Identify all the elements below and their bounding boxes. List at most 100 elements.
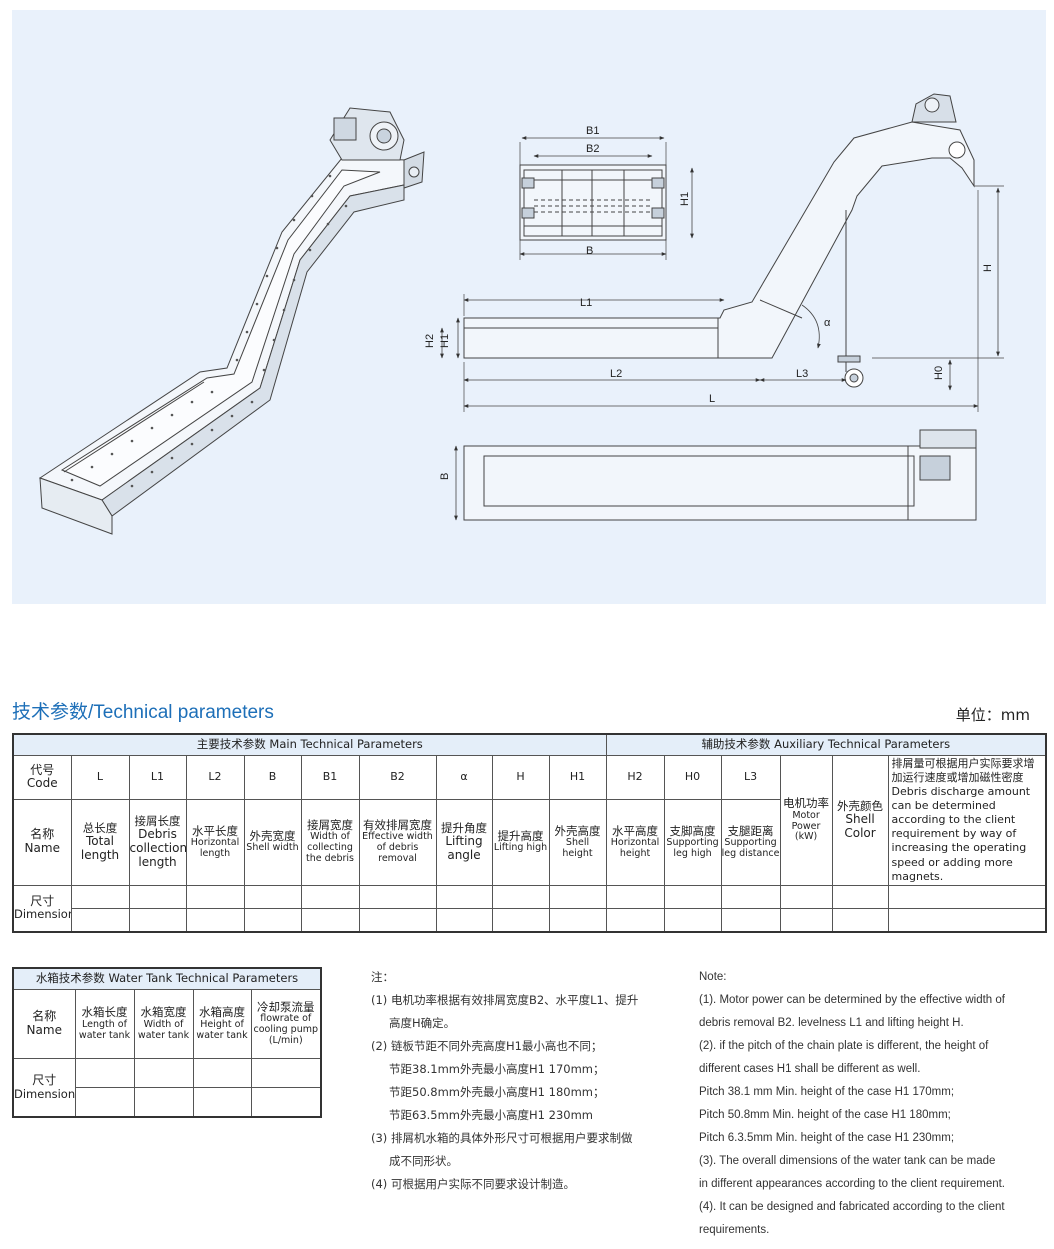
dimension-value-cell[interactable] (548, 884, 607, 909)
dimension-value-cell[interactable] (548, 907, 607, 933)
shell-color-en: Shell Color (844, 812, 876, 840)
note-line: Pitch 50.8mm Min. height of the case H1 … (699, 1109, 951, 1121)
note-line: (1). Motor power can be determined by th… (699, 994, 1005, 1006)
remark-cell: 排屑量可根据用户实际要求增加运行速度或增加磁性密度 Debris dischar… (887, 755, 1047, 886)
dimension-value-cell[interactable] (70, 907, 130, 933)
note-line: (2). if the pitch of the chain plate is … (699, 1040, 989, 1052)
dimension-value-cell[interactable] (243, 907, 302, 933)
code-cell: H1 (548, 755, 607, 800)
code-cell: H (491, 755, 550, 800)
dimension-value-cell[interactable] (300, 884, 360, 909)
dimension-value-cell[interactable] (358, 907, 437, 933)
code-cell: B (243, 755, 302, 800)
dimension-value-cell[interactable] (663, 884, 722, 909)
dimension-value-cell[interactable] (435, 884, 493, 909)
motor-power-en: Motor Power (kW) (791, 809, 821, 843)
dimension-value-cell[interactable] (605, 884, 665, 909)
water-dimension-cell[interactable] (250, 1087, 322, 1118)
water-tank-table: 水箱技术参数 Water Tank Technical Parameters 名… (12, 967, 322, 1118)
dimension-value-cell[interactable] (887, 907, 1047, 933)
dimension-value-cell[interactable] (779, 884, 833, 909)
shell-color-cn: 外壳颜色 (837, 798, 884, 813)
note-line: different cases H1 shall be different as… (699, 1063, 921, 1075)
water-dimension-cell[interactable] (192, 1058, 252, 1088)
section-title: 技术参数/Technical parameters (12, 702, 274, 723)
dimension-value-cell[interactable] (185, 884, 245, 909)
code-row-header: 代号 Code (12, 755, 72, 800)
cross-section-drawing (519, 136, 694, 260)
dim-label-b2: B2 (586, 143, 599, 155)
dimension-value-cell[interactable] (491, 884, 550, 909)
code-header-cn: 代号 (30, 762, 55, 777)
code-cell: L2 (185, 755, 245, 800)
dimension-value-cell[interactable] (185, 907, 245, 933)
dimension-value-cell[interactable] (435, 907, 493, 933)
top-view-drawing (454, 429, 977, 521)
note-line: (1) 电机功率根据有效排屑宽度B2、水平度L1、提升 (371, 993, 639, 1007)
dimension-value-cell[interactable] (779, 907, 833, 933)
water-dimension-cell[interactable] (74, 1087, 135, 1118)
dim-label-l1: L1 (580, 297, 592, 309)
dimension-value-cell[interactable] (491, 907, 550, 933)
dimension-value-cell[interactable] (663, 907, 722, 933)
note-line: debris removal B2. levelness L1 and lift… (699, 1017, 964, 1029)
water-dimension-cell[interactable] (133, 1058, 194, 1088)
code-cell: α (435, 755, 493, 800)
dim-header-cn: 尺寸 (30, 893, 55, 908)
notes-english: Note: (1). Motor power can be determined… (699, 966, 1039, 1242)
code-cell: L1 (128, 755, 187, 800)
code-header-en: Code (26, 776, 58, 791)
note-line: 成不同形状。 (389, 1154, 458, 1168)
technical-drawing: B1 B2 B H1 L1 L2 L3 L H H0 H2 H1 α B (38, 93, 1004, 535)
dimension-value-cell[interactable] (887, 884, 1047, 909)
dimension-value-cell[interactable] (128, 884, 187, 909)
note-line: Note: (699, 971, 727, 983)
note-line: 节距38.1mm外壳最小高度H1 170mm； (389, 1062, 605, 1076)
note-line: (3) 排屑机水箱的具体外形尺寸可根据用户要求制做 (371, 1131, 633, 1145)
dimension-value-cell[interactable] (831, 907, 889, 933)
dimension-value-cell[interactable] (720, 907, 781, 933)
code-cell: H2 (605, 755, 665, 800)
note-line: Pitch 6.3.5mm Min. height of the case H1… (699, 1132, 955, 1144)
dimension-value-cell[interactable] (243, 884, 302, 909)
water-dimension-cell[interactable] (74, 1058, 135, 1088)
water-name-row-header: 名称 Name (12, 989, 76, 1059)
dimension-value-cell[interactable] (605, 907, 665, 933)
dimension-value-cell[interactable] (831, 884, 889, 909)
dimension-value-cell[interactable] (70, 884, 130, 909)
drawing-panel: B1 B2 B H1 L1 L2 L3 L H H0 H2 H1 α B (12, 10, 1046, 604)
dimension-value-cell[interactable] (128, 907, 187, 933)
water-dimension-cell[interactable] (192, 1087, 252, 1118)
dimension-value-cell[interactable] (358, 884, 437, 909)
dim-label-l: L (709, 393, 715, 405)
note-line: requirements. (699, 1224, 770, 1236)
water-dim-header-cn: 尺寸 (32, 1072, 57, 1087)
note-line: 节距50.8mm外壳最小高度H1 180mm； (389, 1085, 605, 1099)
name-header-en: Name (24, 841, 60, 856)
code-cell: H0 (663, 755, 722, 800)
dim-label-h1-side: H1 (439, 334, 451, 348)
note-line: (2) 链板节距不同外壳高度H1最小高也不同； (371, 1039, 603, 1053)
code-cell: L (70, 755, 130, 800)
water-dimension-cell[interactable] (133, 1087, 194, 1118)
dimension-value-cell[interactable] (720, 884, 781, 909)
note-line: in different appearances according to th… (699, 1178, 1006, 1190)
dimension-value-cell[interactable] (300, 907, 360, 933)
unit-label: 单位：mm (955, 706, 1030, 724)
note-line: 高度H确定。 (389, 1016, 456, 1030)
water-dimension-cell[interactable] (250, 1058, 322, 1088)
name-row-header: 名称 Name (12, 798, 72, 886)
dim-label-h: H (982, 264, 994, 272)
motor-power-header: 电机功率 Motor Power (kW) (779, 755, 833, 886)
